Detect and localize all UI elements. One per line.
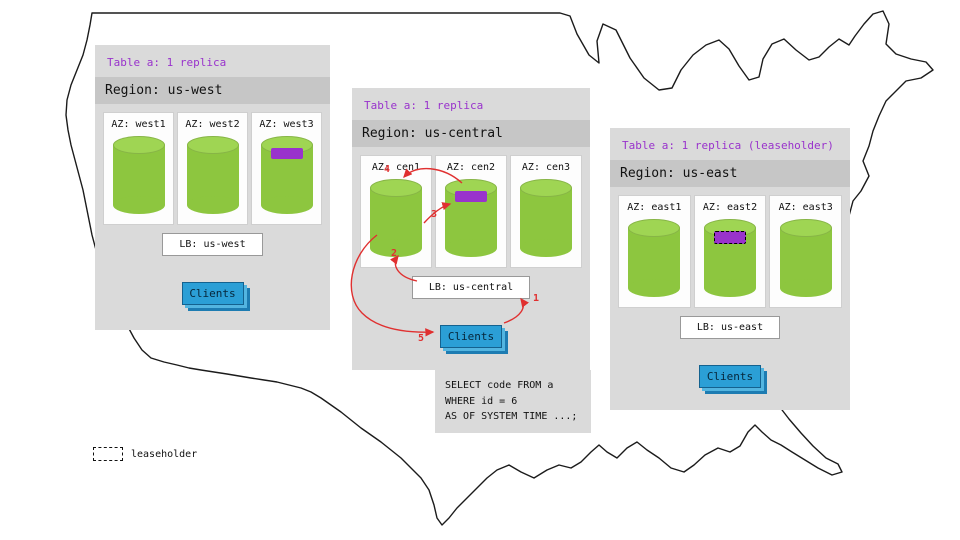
az-label: AZ: west3 (259, 119, 314, 130)
legend-label: leaseholder (131, 448, 198, 460)
az-column: AZ: west3 (251, 112, 322, 225)
leaseholder-swatch-icon (93, 447, 123, 461)
flow-step-number: 1 (533, 293, 540, 304)
az-column: AZ: east3 (769, 195, 843, 308)
sql-line: AS OF SYSTEM TIME ...; (445, 411, 578, 422)
database-cylinder (370, 179, 422, 257)
sql-line: SELECT code FROM a (445, 380, 554, 391)
database-cylinder (779, 219, 832, 297)
region-card-us-central: Table a: 1 replica Region: us-central AZ… (352, 88, 590, 370)
sql-query-box: SELECT code FROM a WHERE id = 6 AS OF SY… (435, 370, 591, 433)
database-cylinder (112, 136, 165, 214)
az-label: AZ: cen2 (446, 162, 496, 173)
table-replica-label: Table a: 1 replica (107, 56, 227, 69)
table-replica-label: Table a: 1 replica (leaseholder) (622, 139, 834, 152)
database-cylinder (186, 136, 239, 214)
load-balancer-box: LB: us-west (162, 233, 263, 256)
database-cylinder (704, 219, 756, 297)
region-title: Region: us-central (352, 120, 590, 147)
az-row: AZ: east1 AZ: east2 AZ: east3 (618, 195, 843, 308)
az-column: AZ: west2 (177, 112, 248, 225)
region-title: Region: us-east (610, 160, 850, 187)
az-label: AZ: cen1 (371, 162, 421, 173)
load-balancer-box: LB: us-central (411, 276, 531, 299)
replica-range-band (455, 191, 487, 202)
az-label: AZ: west2 (185, 119, 240, 130)
region-card-us-west: Table a: 1 replica Region: us-west AZ: w… (95, 45, 330, 330)
clients-button[interactable]: Clients (181, 282, 244, 305)
az-row: AZ: west1 AZ: west2 AZ: west3 (103, 112, 322, 225)
region-title: Region: us-west (95, 77, 330, 104)
az-label: AZ: cen3 (521, 162, 571, 173)
clients-button[interactable]: Clients (699, 365, 761, 388)
legend: leaseholder (93, 447, 197, 461)
database-cylinder (260, 136, 313, 214)
az-column: AZ: cen3 (510, 155, 582, 268)
az-column: AZ: west1 (103, 112, 174, 225)
az-label: AZ: east1 (627, 202, 682, 213)
flow-step-number: 2 (391, 248, 398, 259)
database-cylinder (628, 219, 681, 297)
az-column: AZ: east2 (693, 195, 767, 308)
az-column: AZ: cen2 (435, 155, 507, 268)
database-cylinder (520, 179, 572, 257)
leaseholder-range-band (714, 231, 746, 244)
flow-step-number: 4 (384, 164, 391, 175)
az-label: AZ: west1 (111, 119, 166, 130)
sql-line: WHERE id = 6 (445, 395, 518, 407)
az-column: AZ: east1 (618, 195, 691, 308)
table-replica-label: Table a: 1 replica (364, 99, 484, 112)
database-cylinder (445, 179, 497, 257)
load-balancer-box: LB: us-east (679, 316, 781, 339)
clients-button[interactable]: Clients (440, 325, 502, 348)
flow-step-number: 5 (418, 333, 425, 344)
flow-step-number: 3 (431, 209, 438, 220)
replica-range-band (270, 148, 303, 159)
az-label: AZ: east3 (778, 202, 833, 213)
az-label: AZ: east2 (702, 202, 758, 213)
region-card-us-east: Table a: 1 replica (leaseholder) Region:… (610, 128, 850, 410)
